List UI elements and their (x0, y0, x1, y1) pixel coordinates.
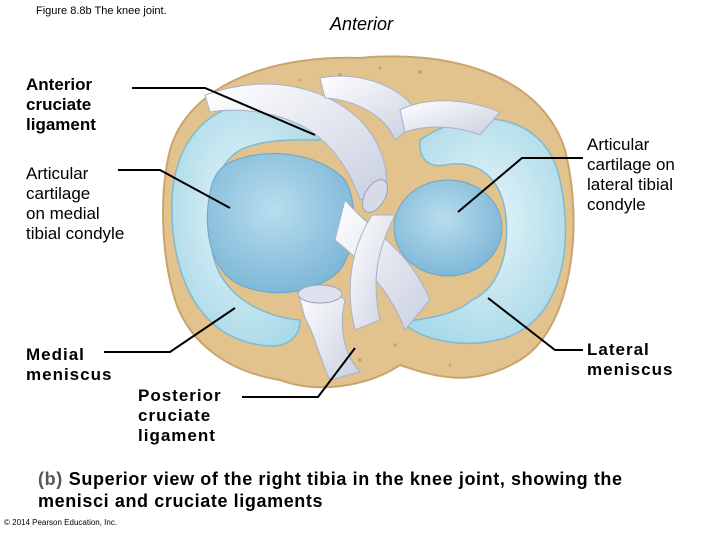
orientation-label: Anterior (330, 14, 394, 34)
ligament-stump (362, 179, 388, 213)
label-articular-cartilage-medial: Articular cartilage on medial tibial con… (26, 164, 125, 243)
intercondylar-ligaments (334, 198, 431, 331)
caption-tag: (b) (38, 469, 63, 489)
copyright-notice: © 2014 Pearson Education, Inc. (4, 518, 118, 527)
leader-pcl (242, 347, 356, 398)
caption-text: Superior view of the right tibia in the … (38, 469, 623, 511)
posterior-cruciate-ligament (297, 284, 361, 381)
leader-acl (132, 87, 316, 136)
lateral-articular-cartilage (393, 179, 503, 277)
label-articular-cartilage-lateral: Articular cartilage on lateral tibial co… (587, 135, 675, 214)
label-posterior-cruciate-ligament: Posterior cruciate ligament (138, 386, 222, 445)
medial-meniscus (171, 101, 322, 347)
medial-articular-cartilage (206, 153, 355, 294)
leader-lateral-meniscus (487, 297, 583, 351)
leader-medial-cartilage (118, 169, 231, 209)
leader-medial-meniscus (104, 307, 236, 353)
leader-lateral-cartilage (457, 157, 583, 213)
label-medial-meniscus: Medial meniscus (26, 345, 113, 384)
label-anterior-cruciate-ligament: Anterior cruciate ligament (26, 75, 96, 134)
figure-title: Figure 8.8b The knee joint. (36, 5, 167, 17)
figure-caption: (b)Superior view of the right tibia in t… (38, 468, 688, 512)
leader-lines (104, 87, 583, 398)
anterior-cruciate-ligament (204, 75, 501, 201)
label-lateral-meniscus: Lateral meniscus (587, 340, 674, 379)
